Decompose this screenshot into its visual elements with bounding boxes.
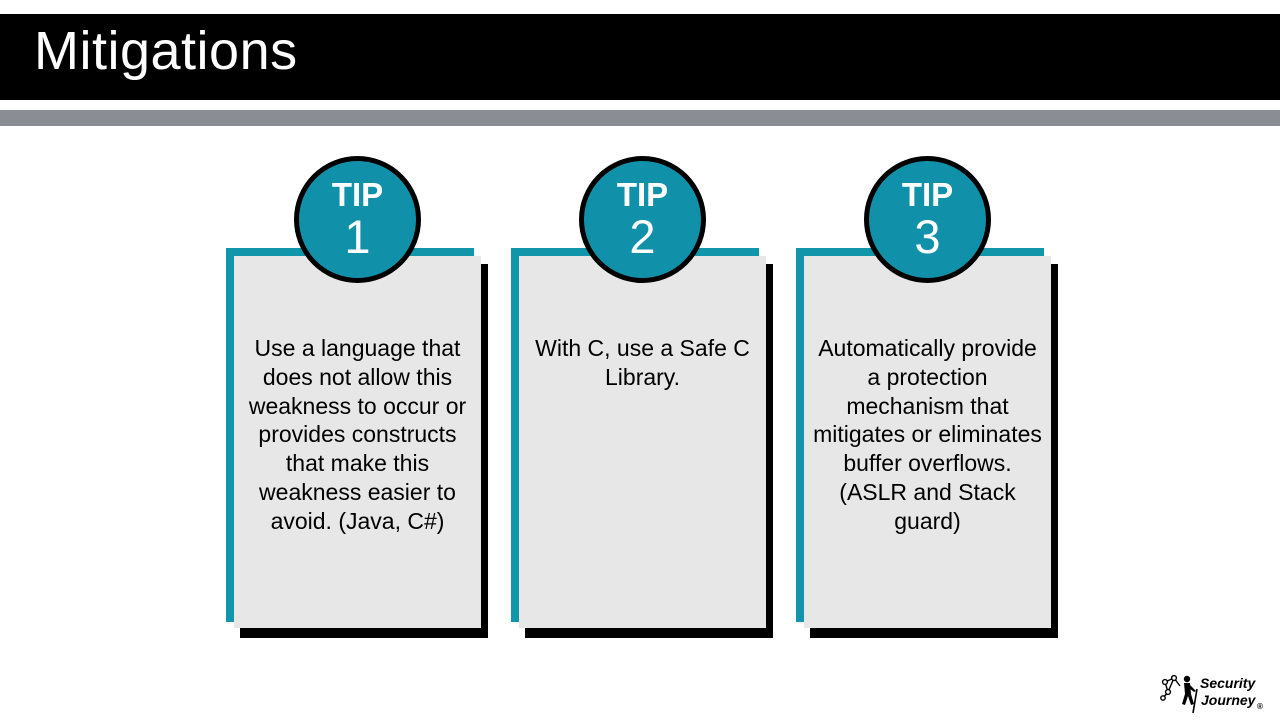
slide-title: Mitigations <box>34 21 298 81</box>
tip-text: With C, use a Safe C Library. <box>535 335 750 390</box>
tip-card-2: With C, use a Safe C Library. <box>511 248 773 638</box>
title-bar <box>0 14 1280 100</box>
tip-label: TIP <box>331 176 384 213</box>
registered-mark: ® <box>1257 702 1263 711</box>
logo-wordmark: Security Journey <box>1200 675 1255 709</box>
card-body: Use a language that does not allow this … <box>234 256 481 628</box>
tip-card-3: Automatically provide a protection mecha… <box>796 248 1058 638</box>
logo-line-1: Security <box>1200 675 1256 691</box>
tip-label: TIP <box>901 176 954 213</box>
tip-number: 1 <box>344 210 371 263</box>
tip-label: TIP <box>616 176 669 213</box>
hiker-network-icon <box>1160 674 1198 714</box>
logo-line-2: Journey <box>1201 692 1256 708</box>
tip-badge-1: TIP 1 <box>294 156 421 283</box>
tip-number: 3 <box>914 210 941 263</box>
tip-text: Use a language that does not allow this … <box>248 335 467 534</box>
tip-badge-3: TIP 3 <box>864 156 991 283</box>
tip-number: 2 <box>629 210 656 263</box>
tip-text: Automatically provide a protection mecha… <box>813 335 1042 534</box>
card-body: Automatically provide a protection mecha… <box>804 256 1051 628</box>
tip-card-1: Use a language that does not allow this … <box>226 248 488 638</box>
tip-badge-2: TIP 2 <box>579 156 706 283</box>
security-journey-logo: Security Journey ® <box>1160 672 1270 716</box>
card-body: With C, use a Safe C Library. <box>519 256 766 628</box>
divider-bar <box>0 110 1280 126</box>
